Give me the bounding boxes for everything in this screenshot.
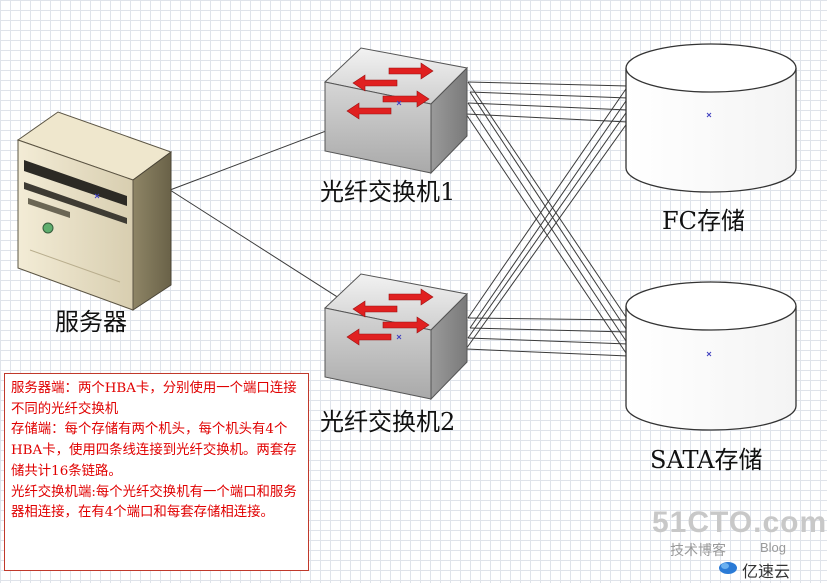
switch-1-label: 光纤交换机1 — [320, 178, 456, 206]
switch-1-arrows — [346, 62, 434, 120]
link-switch1-fc — [465, 113, 629, 123]
description-note: 服务器端：两个HBA卡，分别使用一个端口连接不同的光纤交换机 存储端：每个存储有… — [4, 373, 309, 571]
fc-storage-label: FC存储 — [662, 207, 746, 235]
note-server-side: 服务器端：两个HBA卡，分别使用一个端口连接不同的光纤交换机 — [11, 381, 297, 417]
link-switch2-fc — [465, 121, 629, 350]
center-markers — [94, 100, 712, 357]
link-switch2-fc — [467, 85, 629, 319]
connection-lines — [169, 81, 629, 357]
brand-logo-icon — [718, 559, 738, 575]
note-storage-side: 存储端：每个存储有两个机头，每个机头有4个HBA卡，使用四条线连接到光纤交换机。… — [11, 422, 297, 479]
link-switch1-fc — [467, 81, 629, 87]
sata-storage-label: SATA存储 — [650, 446, 763, 474]
fc-storage-icon — [625, 43, 797, 193]
sata-storage-icon — [625, 281, 797, 431]
watermark-brand: 亿速云 — [742, 564, 791, 581]
link-switch1-fc — [469, 91, 629, 99]
link-switch2-sata — [467, 337, 629, 345]
server-label: 服务器 — [55, 308, 127, 336]
watermark-sub: 技术博客 — [670, 542, 726, 558]
note-switch-side: 光纤交换机端:每个光纤交换机有一个端口和服务器相连接，在有4个端口和每套存储相连… — [11, 484, 297, 521]
link-switch1-sata — [469, 91, 629, 333]
diagram-canvas — [16, 43, 797, 431]
link-switch1-fc — [467, 102, 629, 111]
link-switch1-sata — [467, 81, 629, 321]
link-switch2-fc — [467, 109, 629, 339]
watermark-blog: Blog — [760, 540, 787, 555]
switch-1-icon — [323, 47, 469, 175]
link-switch2-sata — [469, 327, 629, 333]
switch-2-arrows — [346, 288, 434, 346]
watermark-site: 51CTO.com — [652, 506, 827, 539]
switch-2-icon — [323, 273, 469, 401]
switch-2-label: 光纤交换机2 — [320, 408, 456, 436]
link-switch2-sata — [465, 348, 629, 357]
link-switch2-fc — [469, 97, 629, 329]
server-icon — [16, 111, 173, 311]
link-switch2-sata — [467, 317, 629, 321]
